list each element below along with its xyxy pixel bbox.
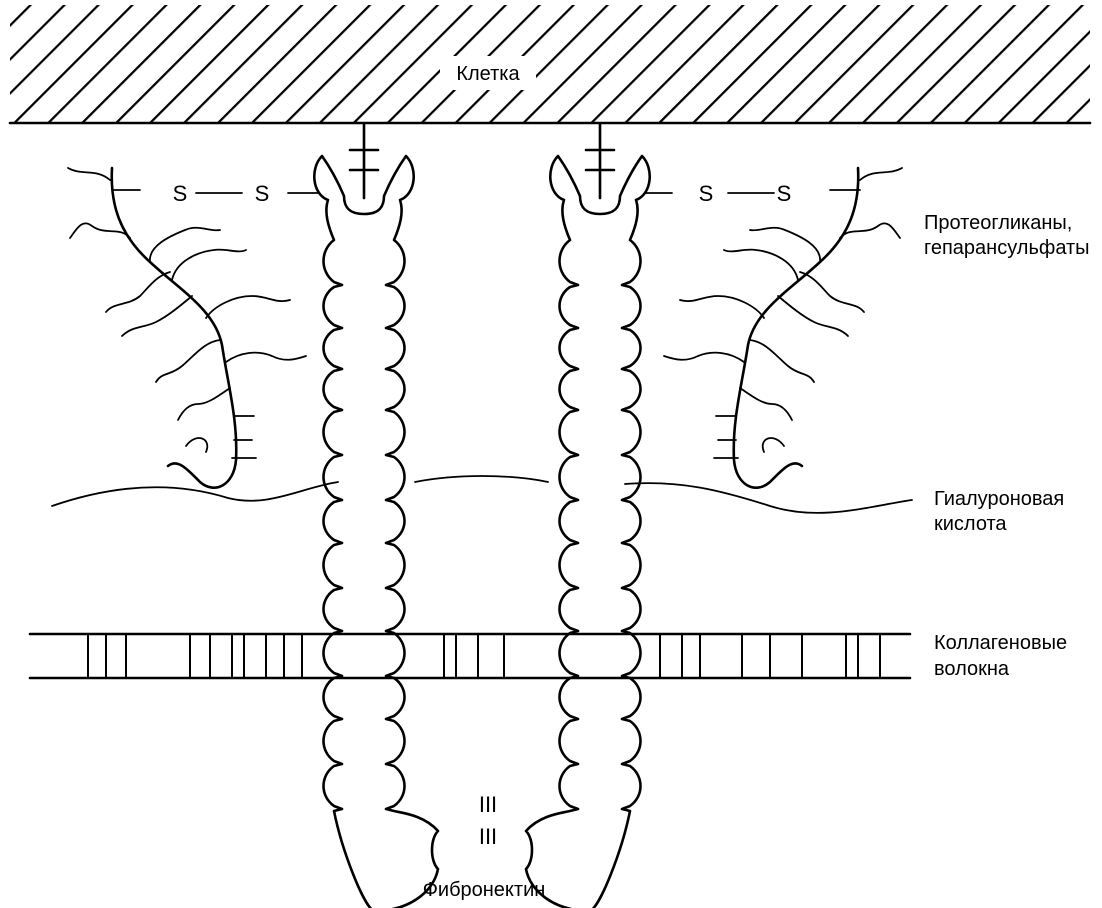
interchain-bond-bottom: III — [479, 824, 497, 849]
receptor-left — [350, 124, 378, 198]
proteoglycan-right — [646, 168, 902, 488]
label-fibronectin: Фибронектин — [423, 879, 546, 901]
label-proteoglycans-line2: гепарансульфаты — [924, 237, 1090, 259]
fibronectin-chain-right — [526, 156, 650, 908]
label-proteoglycans-line1: Протеогликаны, — [924, 212, 1072, 234]
label-hyaluronic-line1: Гиалуроновая — [934, 488, 1064, 510]
collagen-fibers — [30, 634, 910, 678]
disulfide-s-right-1: S — [699, 181, 714, 206]
label-hyaluronic-line2: кислота — [934, 513, 1007, 535]
label-collagen-line1: Коллагеновые — [934, 632, 1067, 654]
disulfide-s-right-2: S — [777, 181, 792, 206]
label-collagen-line2: волокна — [934, 658, 1010, 680]
interchain-bond: III III — [479, 792, 497, 849]
collagen-striations — [88, 634, 880, 678]
disulfide-s-left-1: S — [173, 181, 188, 206]
fibronectin: III III — [314, 156, 649, 908]
disulfide-s-left-2: S — [255, 181, 270, 206]
receptor-right — [586, 124, 614, 198]
cell-label: Клетка — [456, 63, 520, 85]
hyaluronic-acid-strands — [52, 476, 912, 513]
fibronectin-chain-left — [314, 156, 438, 908]
interchain-bond-top: III — [479, 792, 497, 817]
cell-membrane: Клетка — [10, 5, 1090, 123]
proteoglycan-left — [68, 168, 318, 488]
